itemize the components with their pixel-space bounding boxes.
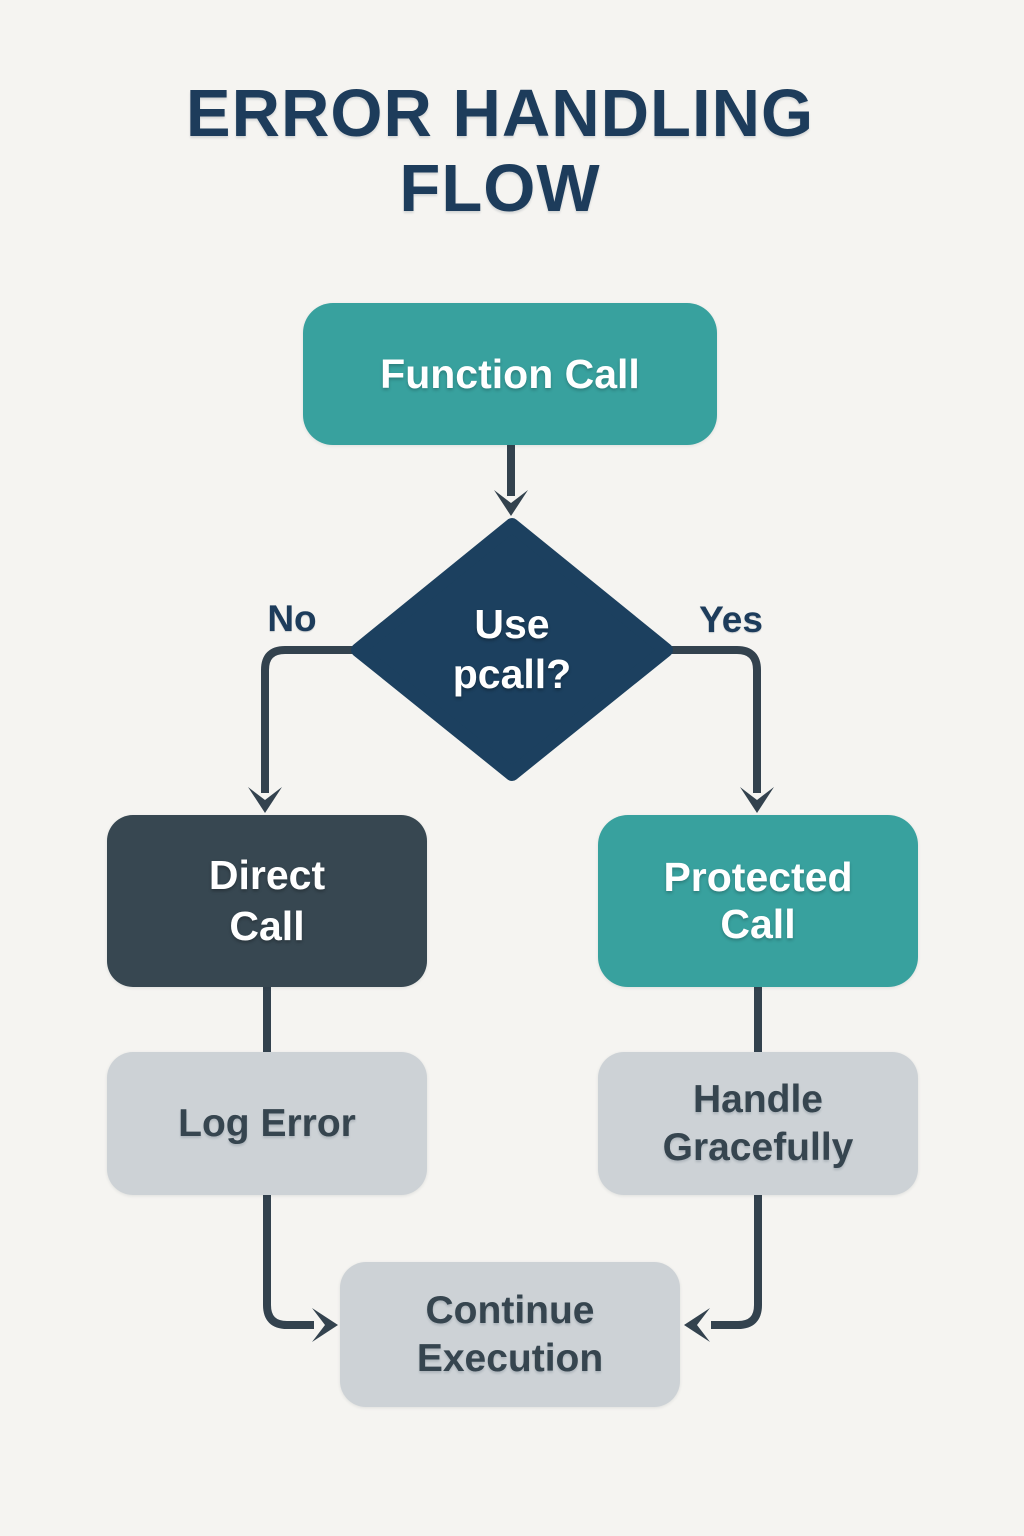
log-error-label: Log Error	[178, 1101, 356, 1145]
node-continue-execution: Continue Execution	[340, 1262, 680, 1407]
page-title: ERROR HANDLING FLOW	[185, 76, 815, 227]
branch-label-no: No	[267, 598, 317, 639]
node-protected-call: Protected Call	[598, 815, 918, 987]
function-call-label: Function Call	[380, 350, 640, 397]
direct-call-label: Direct Call	[208, 851, 326, 949]
continue-execution-label: Continue Execution	[416, 1288, 604, 1380]
node-handle-gracefully: Handle Gracefully	[598, 1052, 918, 1195]
decision-diamond	[351, 518, 673, 781]
edge-no-branch	[261, 646, 358, 793]
branch-label-yes: Yes	[699, 599, 763, 640]
decision-label: Use pcall?	[452, 601, 572, 697]
protected-call-label: Protected Call	[663, 854, 853, 947]
node-direct-call: Direct Call	[107, 815, 427, 987]
edge-log-to-continue	[263, 1195, 314, 1329]
arrowhead-left-continue	[684, 1308, 710, 1342]
node-function-call: Function Call	[303, 303, 717, 445]
edge-yes-branch	[666, 646, 761, 793]
arrowhead-right-continue	[312, 1308, 338, 1342]
arrowhead-down-decision	[494, 490, 528, 516]
node-log-error: Log Error	[107, 1052, 427, 1195]
handle-gracefully-label: Handle Gracefully	[662, 1077, 854, 1169]
edge-handle-to-continue	[711, 1195, 762, 1329]
arrowhead-down-protected-call	[740, 787, 774, 813]
arrowhead-down-direct-call	[248, 787, 282, 813]
